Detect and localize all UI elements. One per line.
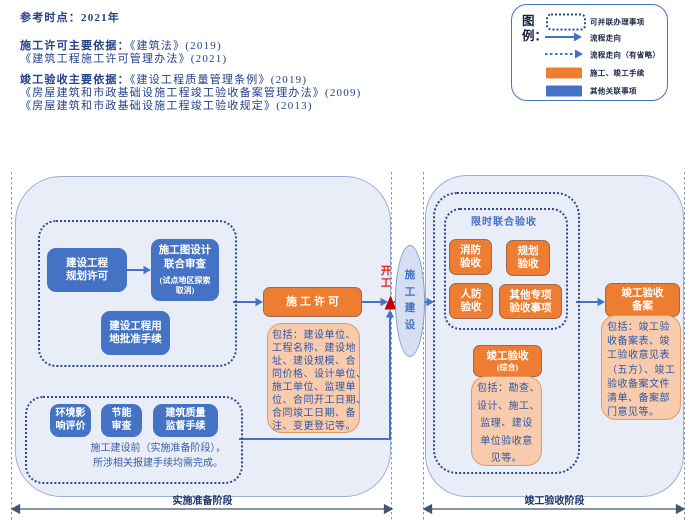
permit-includes-note: 包括：建设单位、 工程名称、建设地 址、建设规模、合 同价格、设计单位、 施工单…	[267, 323, 366, 433]
reference-notes: 参考时点：2021年 施工许可主要依据：《建筑法》(2019) 《建筑工程施工许…	[20, 12, 490, 113]
joint-acceptance-title: 限时联合验收	[471, 217, 537, 228]
design-review-title: 施工图设计 联合审查	[158, 245, 212, 270]
comprehensive-includes-note: 包括：勘查、 设计、施工、 监理、建设 单位验收意 见等。	[471, 376, 542, 466]
joint-acceptance-inner-group	[444, 208, 568, 330]
fire-acceptance-box: 消防 验收	[449, 239, 492, 275]
design-review-note: (试点地区探索 取消)	[159, 276, 211, 295]
construction-ellipse: 施 工 建 设	[395, 245, 425, 357]
parallel-related-group	[25, 396, 243, 484]
design-review-box: 施工图设计 联合审查 (试点地区探索 取消)	[151, 239, 219, 301]
acceptance-basis-label: 竣工验收主要依据：	[20, 74, 130, 86]
legend-box: 图 例： 可并联办理事项 流程走向 流程走向（有省略） 施工、竣工手续 其他关联…	[511, 4, 668, 101]
legend-item-label: 其他关联事项	[590, 86, 637, 96]
legend-item-label: 施工、竣工手续	[590, 68, 645, 78]
construction-permit-box: 施工许可	[263, 287, 362, 317]
legend-item-procedures: 施工、竣工手续	[512, 65, 667, 81]
permit-basis-line2: 《建筑工程施工许可管理办法》(2021)	[20, 53, 228, 65]
preparation-phase-label: 实施准备阶段	[172, 496, 233, 507]
legend-item-related: 其他关联事项	[512, 83, 667, 99]
legend-title: 图 例：	[522, 14, 548, 43]
filing-box: 竣工验收 备案	[605, 283, 680, 317]
legend-item-flow: 流程走向	[512, 30, 667, 46]
construction-ellipse-label: 施 工 建 设	[404, 270, 416, 331]
acceptance-basis-line: 竣工验收主要依据：《建设工程质量管理条例》(2019)	[20, 74, 490, 87]
acceptance-phase-label: 竣工验收阶段	[524, 496, 585, 507]
legend-item-parallel: 可并联办理事项	[512, 13, 667, 31]
joint-acceptance-outer-group	[433, 192, 580, 474]
comprehensive-acceptance-title: 竣工验收	[486, 351, 529, 362]
planning-acceptance-box: 规划 验收	[506, 240, 550, 276]
filing-includes-note: 包括：竣工验 收备案表、竣 工验收意见表 （五方）、竣工 验收备案文件 清单、备…	[601, 315, 681, 420]
parallel-pre-approval-group	[38, 220, 237, 367]
quality-supervision-box: 建筑质量 监督手续	[153, 404, 218, 437]
legend-item-flow-omitted: 流程走向（有省略）	[512, 47, 667, 63]
start-construction-label: 开 工	[380, 266, 392, 289]
permit-basis-text: 《建筑法》(2019)	[129, 40, 222, 52]
dotted-box-swatch	[546, 13, 586, 31]
acceptance-basis-text: 《建设工程质量管理条例》(2019)	[129, 74, 308, 86]
reference-date-line: 参考时点：2021年	[20, 12, 120, 24]
comprehensive-acceptance-box: 竣工验收 (综合)	[473, 345, 542, 377]
legend-item-label: 流程走向（有省略）	[590, 50, 661, 60]
comprehensive-acceptance-sub: (综合)	[496, 363, 519, 372]
legend-item-label: 可并联办理事项	[590, 17, 645, 27]
permit-basis-label: 施工许可主要依据：	[20, 40, 130, 52]
energy-review-box: 节能 审查	[101, 404, 142, 437]
planning-permit-box: 建设工程 规划许可	[47, 248, 127, 292]
land-approval-box: 建设工程用 地批准手续	[101, 311, 170, 355]
acceptance-basis-line3: 《房屋建筑和市政基础设施工程竣工验收规定》(2013)	[20, 100, 313, 112]
other-special-acceptance-box: 其他专项 验收事项	[499, 284, 562, 319]
orange-box-swatch	[546, 67, 582, 79]
legend-item-label: 流程走向	[590, 33, 622, 43]
permit-basis-line: 施工许可主要依据：《建筑法》(2019)	[20, 40, 490, 53]
acceptance-basis-line2: 《房屋建筑和市政基础设施工程竣工验收备案管理办法》(2009)	[20, 87, 362, 99]
environmental-assessment-box: 环境影 响评价	[50, 404, 91, 437]
blue-box-swatch	[546, 85, 582, 97]
related-procedures-note: 施工建设前（实施准备阶段）， 所涉相关报建手续均需完成。	[90, 443, 226, 469]
civil-defense-acceptance-box: 人防 验收	[449, 283, 493, 319]
